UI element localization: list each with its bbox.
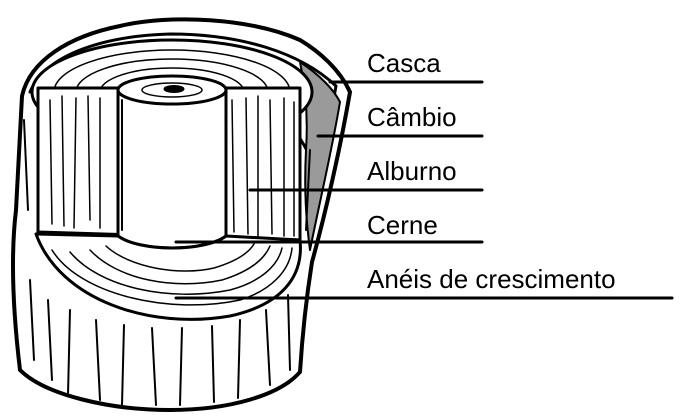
heartwood-pith: [164, 86, 184, 93]
heartwood-cylinder: [118, 90, 226, 248]
label-aneis-de-crescimento: Anéis de crescimento: [367, 266, 616, 292]
label-casca: Casca: [367, 50, 441, 76]
label-alburno: Alburno: [367, 158, 457, 184]
label-cambio: Câmbio: [367, 104, 457, 130]
label-cerne: Cerne: [367, 212, 438, 238]
